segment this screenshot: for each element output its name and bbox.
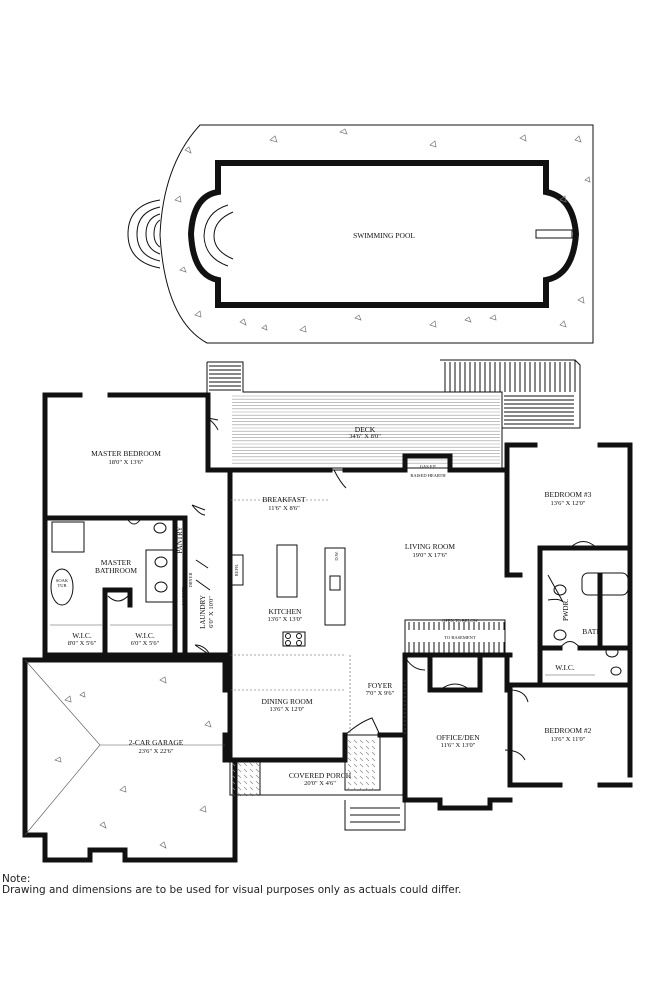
porch-label: COVERED PORCH [289,771,352,780]
dw-label: D.W. [334,551,339,560]
deck-label: DECK [355,425,376,434]
pool-label: SWIMMING POOL [353,231,415,240]
open-below-label: OPEN TO BELOW [442,618,479,623]
porch-dims: 20'0" X 4'6" [304,780,336,787]
note-title: Note: [2,873,31,885]
note-text: Drawing and dimensions are to be used fo… [2,884,462,896]
master-bath-label-1: MASTER [101,558,131,567]
office-dims: 11'6" X 13'0" [441,742,476,749]
deck-dims: 34'6" X 8'0" [349,433,381,440]
laundry-dims: 6'0" X 10'0" [208,596,215,628]
master-bedroom-dims: 18'0" X 13'6" [108,459,143,466]
living-room-dims: 19'0" X 17'6" [412,552,447,559]
garage-dims: 23'6" X 22'6" [138,748,173,755]
dining-label: DINING ROOM [261,697,312,706]
refr-label: REFR. [234,564,239,576]
master-bath-label-2: BATHROOM [95,566,137,575]
foyer-dims: 7'0" X 9'6" [366,690,395,697]
garage-label: 2-CAR GARAGE [129,738,184,747]
kitchen-label: KITCHEN [269,607,302,616]
living-room-label: LIVING ROOM [405,542,456,551]
pantry-label: PANTRY [176,527,184,554]
room-labels: DECK 34'6" X 8'0" GAS F.P. RAISED HEARTH… [56,425,603,787]
wic-right-label: W.I.C. [555,663,575,672]
master-bedroom-label: MASTER BEDROOM [91,449,161,458]
house-walls [22,392,633,863]
breakfast-label: BREAKFAST [262,495,306,504]
wic-mid-label: W.I.C. [135,631,155,640]
wic-left-dims: 8'0" X 5'6" [68,640,97,647]
kitchen-dims: 13'6" X 13'0" [267,616,302,623]
raised-hearth-label: RAISED HEARTH [410,473,446,478]
office-label: OFFICE/DEN [436,733,480,742]
to-basement-label: TO BASEMENT [444,635,476,640]
washer-label: WASHER [181,587,186,606]
wic-left-label: W.I.C. [72,631,92,640]
breakfast-dims: 11'6" X 8'6" [268,505,300,512]
laundry-label: LAUNDRY [199,595,207,629]
bedroom2-dims: 13'6" X 11'0" [551,736,586,743]
pool-area: SWIMMING POOL [127,124,594,344]
wic-mid-dims: 6'0" X 5'6" [131,640,160,647]
bedroom2-label: BEDROOM #2 [545,726,592,735]
soak-tub-label-2: TUB [58,583,67,588]
deck-area [206,359,581,469]
gas-fp-label: GAS F.P. [420,464,437,469]
pwdr-label: PWDR. [562,599,570,621]
dryer-label: DRYER [188,572,193,587]
bath-label: BATH [582,627,602,636]
soak-tub-label-1: SOAK [56,578,69,583]
bedroom3-label: BEDROOM #3 [545,490,592,499]
pool-outline [187,160,580,308]
foyer-label: FOYER [368,681,393,690]
bedroom3-dims: 13'6" X 12'0" [550,500,585,507]
dining-dims: 13'6" X 12'0" [269,706,304,713]
